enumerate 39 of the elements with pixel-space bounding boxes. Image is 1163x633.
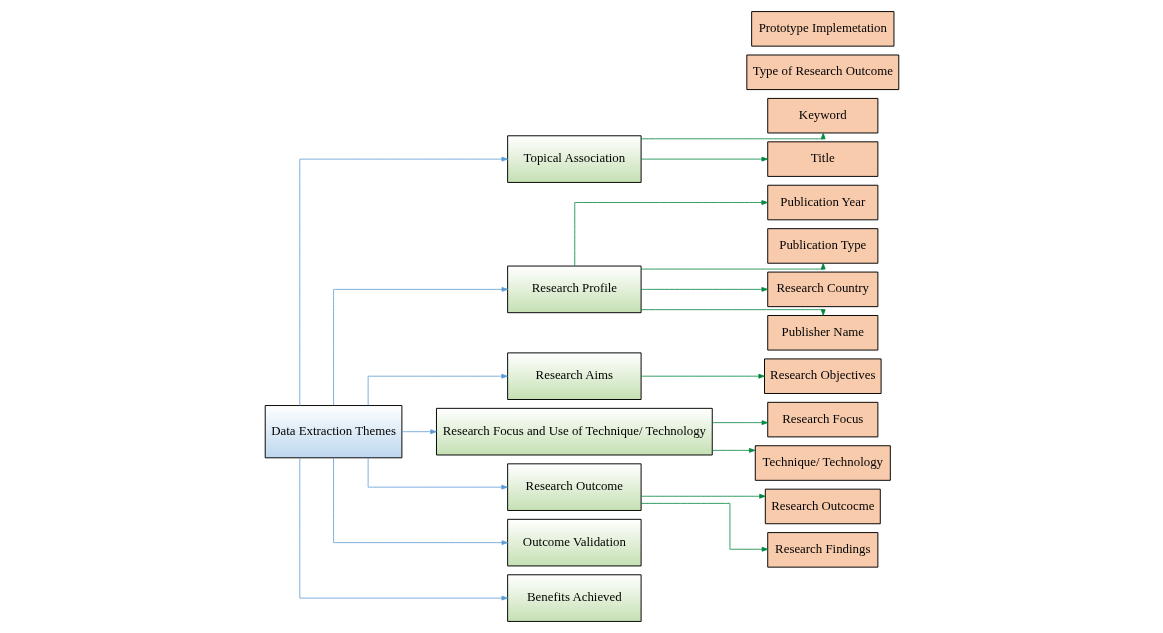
- node-box: Research Profile: [506, 265, 642, 314]
- arrow: [640, 493, 766, 499]
- arrow: [640, 263, 826, 270]
- arrow: [332, 457, 508, 545]
- node-box: Keyword: [766, 97, 878, 134]
- arrow: [298, 156, 508, 406]
- arrow: [367, 373, 508, 406]
- node-box: Research Focus and Use of Technique/ Technology: [435, 407, 713, 456]
- node-box: Publisher Name: [766, 315, 878, 351]
- arrow: [640, 502, 768, 552]
- node-box: Topical Association: [506, 135, 642, 183]
- arrow: [573, 200, 768, 267]
- arrow: [640, 156, 768, 162]
- arrow: [640, 309, 826, 316]
- arrow: [711, 448, 755, 453]
- node-box: Research Objectives: [763, 358, 882, 394]
- node-box: Benefits Achieved: [506, 574, 642, 622]
- node-box: Research Findings: [766, 532, 878, 568]
- arrow: [711, 420, 768, 425]
- arrow: [640, 132, 826, 140]
- node-box: Data Extraction Themes: [264, 405, 402, 459]
- node-box: Technique/ Technology: [754, 445, 891, 481]
- node-box: Publication Year: [766, 184, 878, 221]
- arrow: [298, 457, 508, 601]
- node-box: Research Outcocme: [764, 488, 881, 525]
- node-box: Research Focus: [766, 401, 878, 438]
- arrow: [640, 287, 768, 292]
- arrow: [401, 429, 437, 435]
- node-box: Prototype Implemetation: [750, 11, 894, 47]
- arrow: [640, 373, 765, 379]
- node-box: Research Country: [766, 271, 878, 308]
- arrow: [367, 457, 508, 490]
- node-box: Research Outcome: [506, 463, 642, 511]
- node-box: Title: [766, 141, 878, 177]
- node-box: Research Aims: [506, 352, 642, 400]
- node-box: Publication Type: [766, 228, 878, 264]
- node-box: Type of Research Outcome: [745, 54, 899, 91]
- node-box: Outcome Validation: [506, 518, 642, 567]
- arrow: [332, 287, 508, 406]
